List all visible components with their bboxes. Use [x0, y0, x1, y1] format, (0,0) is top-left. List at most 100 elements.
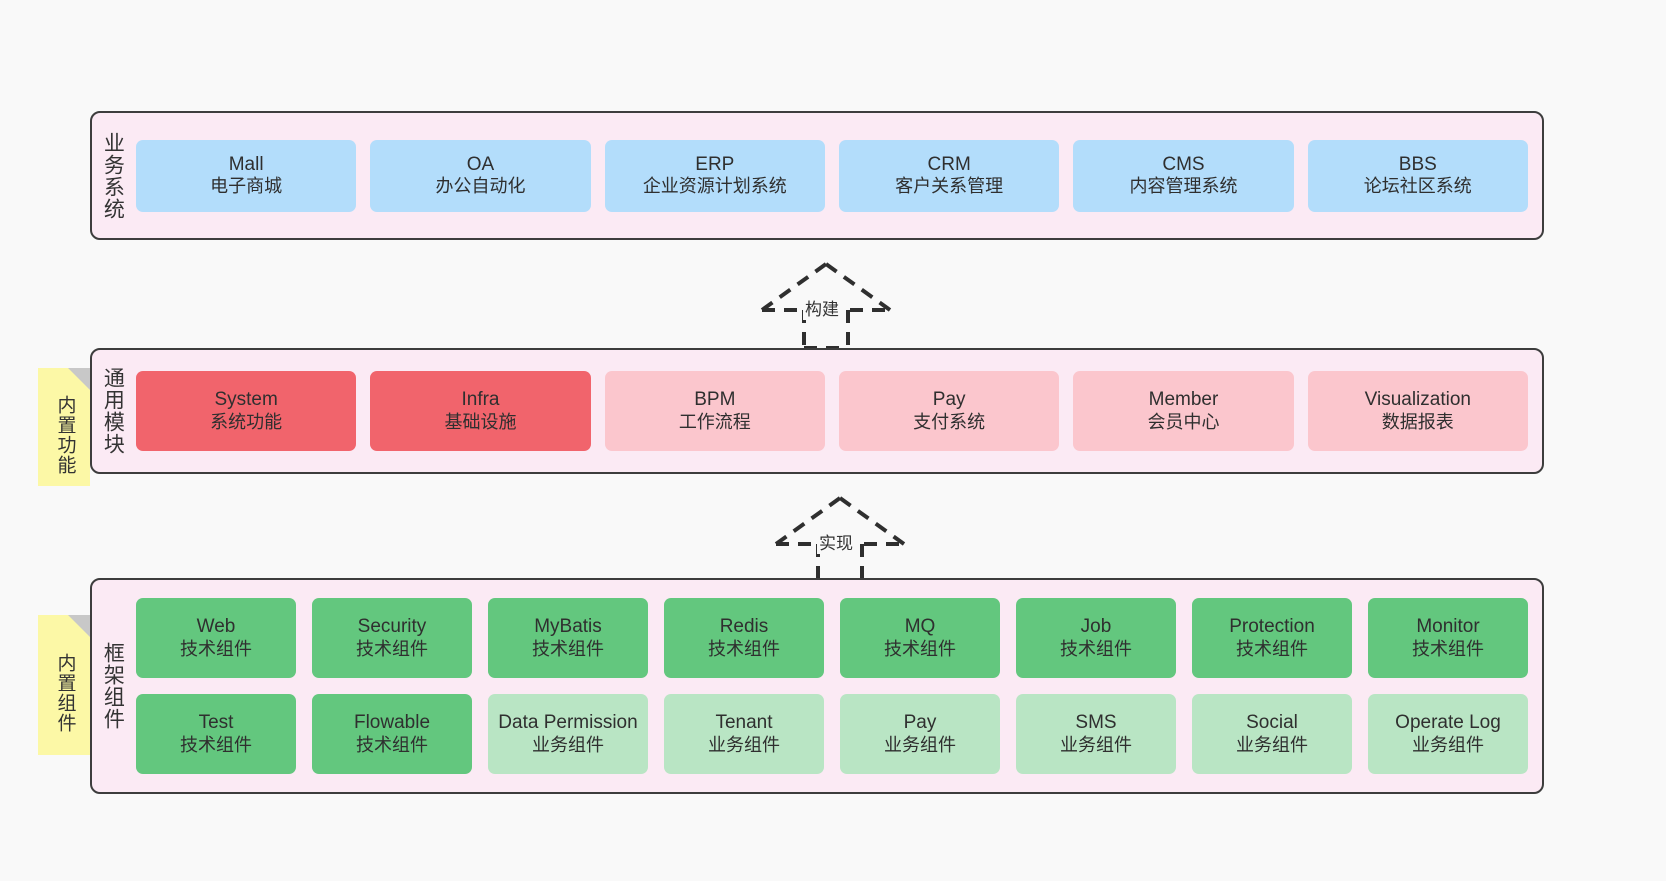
card-social-name: Social	[1246, 712, 1298, 734]
card-bbs-desc: 论坛社区系统	[1363, 176, 1472, 197]
card-operate-log[interactable]: Operate Log 业务组件	[1368, 694, 1528, 774]
card-infra-desc: 基础设施	[444, 411, 517, 432]
card-system[interactable]: System 系统功能	[136, 371, 357, 451]
layer-common-modules: 通用模块 System 系统功能 Infra 基础设施 BPM 工作流程 Pay	[90, 348, 1544, 474]
card-oa-name: OA	[466, 153, 495, 175]
card-tenant-name: Tenant	[715, 712, 773, 734]
business-card-group: Mall 电子商城 OA 办公自动化 ERP 企业资源计划系统 CRM 客户关系…	[132, 113, 1542, 238]
business-card-row: Mall 电子商城 OA 办公自动化 ERP 企业资源计划系统 CRM 客户关系…	[136, 139, 1528, 212]
card-monitor[interactable]: Monitor 技术组件	[1368, 598, 1528, 678]
card-social-desc: 业务组件	[1236, 734, 1308, 755]
card-erp-desc: 企业资源计划系统	[642, 176, 787, 197]
common-card-group: System 系统功能 Infra 基础设施 BPM 工作流程 Pay 支付系统…	[132, 350, 1542, 472]
connector-build: 构建	[756, 258, 896, 348]
card-sms[interactable]: SMS 业务组件	[1016, 694, 1176, 774]
card-bpm[interactable]: BPM 工作流程	[604, 371, 825, 451]
card-crm-name: CRM	[927, 153, 971, 175]
card-flowable[interactable]: Flowable 技术组件	[312, 694, 472, 774]
card-mybatis-desc: 技术组件	[532, 638, 604, 659]
card-member[interactable]: Member 会员中心	[1073, 371, 1294, 451]
framework-card-row-tech: Web 技术组件 Security 技术组件 MyBatis 技术组件 Redi…	[136, 598, 1528, 678]
card-erp-name: ERP	[695, 153, 735, 175]
card-mybatis-name: MyBatis	[534, 616, 602, 638]
card-pay-component-name: Pay	[903, 712, 937, 734]
card-infra-name: Infra	[461, 389, 500, 411]
card-mq-desc: 技术组件	[884, 638, 956, 659]
card-protection-name: Protection	[1229, 616, 1315, 638]
card-mall-desc: 电子商城	[210, 176, 283, 197]
card-job[interactable]: Job 技术组件	[1016, 598, 1176, 678]
card-mybatis[interactable]: MyBatis 技术组件	[488, 598, 648, 678]
card-cms-desc: 内容管理系统	[1129, 176, 1238, 197]
card-system-desc: 系统功能	[210, 411, 283, 432]
card-job-desc: 技术组件	[1060, 638, 1132, 659]
layer-framework-components: 框架组件 Web 技术组件 Security 技术组件 MyBatis 技术组件…	[90, 578, 1544, 794]
card-redis-name: Redis	[719, 616, 769, 638]
card-social[interactable]: Social 业务组件	[1192, 694, 1352, 774]
layer-business-systems: 业务系统 Mall 电子商城 OA 办公自动化 ERP 企业资源计划系统 CRM	[90, 111, 1544, 240]
card-flowable-desc: 技术组件	[356, 734, 428, 755]
card-protection-desc: 技术组件	[1236, 638, 1308, 659]
card-redis-desc: 技术组件	[708, 638, 780, 659]
framework-card-group: Web 技术组件 Security 技术组件 MyBatis 技术组件 Redi…	[132, 580, 1542, 792]
card-sms-name: SMS	[1075, 712, 1117, 734]
note-builtin-components-text: 内置组件	[54, 653, 76, 733]
card-security[interactable]: Security 技术组件	[312, 598, 472, 678]
card-web[interactable]: Web 技术组件	[136, 598, 296, 678]
card-visualization-name: Visualization	[1364, 389, 1471, 411]
card-data-permission-desc: 业务组件	[532, 734, 604, 755]
card-bbs-name: BBS	[1398, 153, 1437, 175]
card-redis[interactable]: Redis 技术组件	[664, 598, 824, 678]
card-mall[interactable]: Mall 电子商城	[136, 139, 357, 212]
card-cms[interactable]: CMS 内容管理系统	[1073, 139, 1294, 212]
card-system-name: System	[214, 389, 278, 411]
card-web-desc: 技术组件	[180, 638, 252, 659]
card-cms-name: CMS	[1162, 153, 1205, 175]
card-web-name: Web	[196, 616, 236, 638]
card-pay-module[interactable]: Pay 支付系统	[838, 371, 1060, 451]
card-test-name: Test	[198, 712, 234, 734]
connector-build-label: 构建	[803, 295, 841, 320]
card-sms-desc: 业务组件	[1060, 734, 1132, 755]
card-data-permission[interactable]: Data Permission 业务组件	[488, 694, 648, 774]
card-operate-log-desc: 业务组件	[1412, 734, 1484, 755]
card-bbs[interactable]: BBS 论坛社区系统	[1307, 139, 1528, 212]
note-builtin-features: 内置功能	[38, 368, 90, 486]
note-builtin-features-text: 内置功能	[54, 395, 76, 475]
card-flowable-name: Flowable	[353, 712, 431, 734]
card-monitor-name: Monitor	[1416, 616, 1480, 638]
card-security-desc: 技术组件	[356, 638, 428, 659]
card-pay-module-name: Pay	[932, 389, 966, 411]
card-crm[interactable]: CRM 客户关系管理	[838, 139, 1060, 212]
card-data-permission-name: Data Permission	[498, 712, 638, 734]
card-test[interactable]: Test 技术组件	[136, 694, 296, 774]
card-protection[interactable]: Protection 技术组件	[1192, 598, 1352, 678]
card-test-desc: 技术组件	[180, 734, 252, 755]
card-mq[interactable]: MQ 技术组件	[840, 598, 1000, 678]
card-oa[interactable]: OA 办公自动化	[370, 139, 591, 212]
card-pay-module-desc: 支付系统	[913, 411, 986, 432]
card-operate-log-name: Operate Log	[1395, 712, 1501, 734]
card-infra[interactable]: Infra 基础设施	[370, 371, 591, 451]
card-bpm-name: BPM	[694, 389, 736, 411]
card-visualization[interactable]: Visualization 数据报表	[1307, 371, 1528, 451]
connector-implement: 实现	[770, 492, 910, 582]
card-crm-desc: 客户关系管理	[895, 176, 1004, 197]
layer-business-title: 业务系统	[101, 131, 125, 220]
framework-card-row-business: Test 技术组件 Flowable 技术组件 Data Permission …	[136, 694, 1528, 774]
layer-framework-title: 框架组件	[101, 642, 125, 730]
common-card-row: System 系统功能 Infra 基础设施 BPM 工作流程 Pay 支付系统…	[136, 371, 1528, 451]
card-tenant[interactable]: Tenant 业务组件	[664, 694, 824, 774]
card-pay-component[interactable]: Pay 业务组件	[840, 694, 1000, 774]
card-pay-component-desc: 业务组件	[884, 734, 956, 755]
card-job-name: Job	[1080, 616, 1112, 638]
card-erp[interactable]: ERP 企业资源计划系统	[604, 139, 825, 212]
card-member-desc: 会员中心	[1147, 411, 1220, 432]
card-mq-name: MQ	[904, 616, 936, 638]
card-mall-name: Mall	[228, 153, 264, 175]
note-builtin-components: 内置组件	[38, 615, 90, 755]
connector-implement-label: 实现	[817, 529, 855, 554]
card-member-name: Member	[1148, 389, 1219, 411]
layer-common-title: 通用模块	[101, 367, 125, 455]
